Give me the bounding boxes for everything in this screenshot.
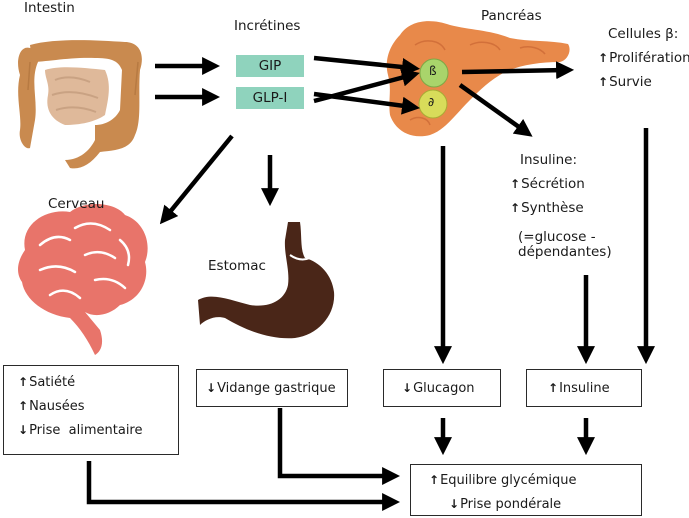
intestine-illustration bbox=[18, 40, 142, 169]
up-arrow-icon: ↑ bbox=[598, 51, 609, 65]
box-insuline: ↑Insuline bbox=[526, 369, 642, 407]
up-arrow-icon: ↑ bbox=[18, 375, 29, 389]
label-glucose-dependantes: (=glucose -dépendantes) bbox=[518, 229, 612, 260]
label-synthese: ↑Synthèse bbox=[510, 200, 584, 216]
label-estomac: Estomac bbox=[208, 258, 266, 274]
up-arrow-icon: ↑ bbox=[598, 75, 609, 89]
hormone-glp1: GLP-I bbox=[236, 87, 304, 109]
up-arrow-icon: ↑ bbox=[510, 177, 521, 191]
label-intestin: Intestin bbox=[24, 0, 75, 16]
outcome-prise-ponderale: ↓Prise pondérale bbox=[449, 497, 562, 512]
down-arrow-icon: ↓ bbox=[206, 381, 217, 395]
effect-nausees: ↑Nausées bbox=[18, 399, 85, 414]
stomach-illustration bbox=[198, 222, 335, 339]
label-secretion: ↑Sécrétion bbox=[510, 176, 585, 192]
brain-illustration bbox=[18, 204, 148, 355]
down-arrow-icon: ↓ bbox=[18, 423, 29, 437]
box-glucagon: ↓Glucagon bbox=[383, 369, 501, 407]
effect-prise-alimentaire: ↓Prise alimentaire bbox=[18, 423, 143, 438]
box-final-outcome: ↑Equilibre glycémique ↓Prise pondérale bbox=[410, 464, 642, 516]
beta-cell-label: ß bbox=[429, 64, 437, 78]
up-arrow-icon: ↑ bbox=[548, 381, 559, 395]
label-pancreas: Pancréas bbox=[481, 8, 542, 24]
box-brain-effects: ↑Satiété ↑Nausées ↓Prise alimentaire bbox=[3, 365, 179, 455]
connector-lines bbox=[86, 408, 401, 511]
alpha-cell-label: ∂ bbox=[428, 95, 435, 109]
label-cellules-beta: Cellules β: bbox=[608, 26, 679, 42]
label-survie: ↑Survie bbox=[598, 74, 652, 90]
down-arrow-icon: ↓ bbox=[449, 497, 460, 511]
effect-satiete: ↑Satiété bbox=[18, 375, 76, 390]
up-arrow-icon: ↑ bbox=[18, 399, 29, 413]
label-insuline-title: Insuline: bbox=[520, 152, 578, 168]
up-arrow-icon: ↑ bbox=[510, 201, 521, 215]
up-arrow-icon: ↑ bbox=[429, 473, 440, 487]
box-vidange-gastrique: ↓Vidange gastrique bbox=[196, 369, 348, 407]
pancreas-illustration bbox=[386, 21, 570, 137]
flow-arrows bbox=[155, 55, 655, 456]
hormone-gip: GIP bbox=[236, 55, 304, 77]
label-proliferation: ↑Prolifération bbox=[598, 50, 689, 66]
label-incretines: Incrétines bbox=[234, 18, 301, 34]
outcome-equilibre: ↑Equilibre glycémique bbox=[429, 473, 577, 488]
down-arrow-icon: ↓ bbox=[402, 381, 413, 395]
label-cerveau: Cerveau bbox=[48, 196, 105, 212]
